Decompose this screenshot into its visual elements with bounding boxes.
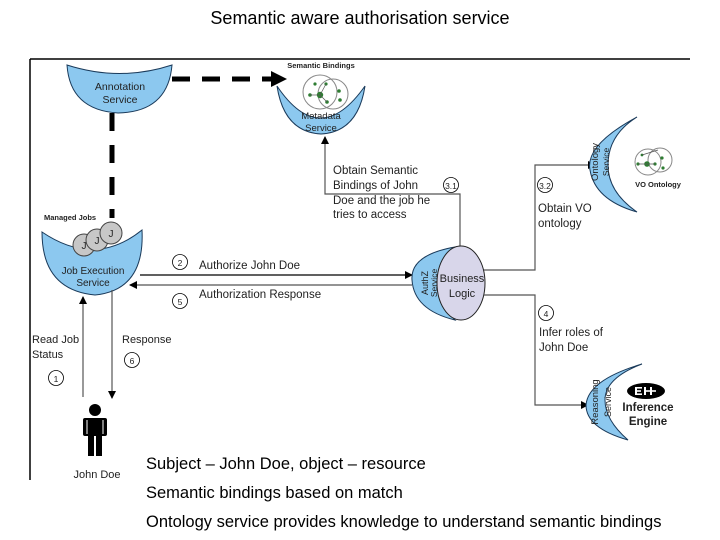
reasoning-service-label-1: Reasoning bbox=[590, 379, 601, 424]
inference-engine-label-2: Engine bbox=[629, 416, 667, 428]
svg-text:3.2: 3.2 bbox=[539, 181, 551, 191]
step-2-badge bbox=[172, 254, 188, 270]
svg-text:6: 6 bbox=[130, 356, 135, 366]
bullet-item: Semantic bindings based on match bbox=[146, 484, 403, 502]
semantic-bindings-graph-icon bbox=[302, 74, 349, 110]
inference-engine-node: Inference Engine bbox=[622, 383, 674, 428]
step-3-1-arrow bbox=[321, 136, 461, 252]
svg-text:3.1: 3.1 bbox=[445, 181, 457, 191]
step-4-label: 4 Infer roles of John Doe bbox=[538, 305, 604, 354]
svg-text:Doe and the job he: Doe and the job he bbox=[333, 195, 430, 207]
annotation-service-label-1: Annotation bbox=[95, 81, 145, 93]
step-1-label: Read Job Status 1 bbox=[32, 334, 79, 386]
metadata-service-label-2: Service bbox=[305, 123, 337, 134]
step-3-2-arrow bbox=[480, 161, 596, 271]
semantic-bindings-caption: Semantic Bindings bbox=[287, 61, 355, 70]
ontology-service-node[interactable]: Ontology Service VO Ontology bbox=[589, 116, 682, 213]
ontology-service-label-1: Ontology bbox=[590, 143, 601, 181]
step-5-label: 5 Authorization Response bbox=[172, 289, 321, 309]
svg-text:Infer roles of: Infer roles of bbox=[539, 327, 604, 339]
svg-text:Response: Response bbox=[122, 334, 172, 346]
metadata-service-node[interactable]: Semantic Bindings Metadata Service bbox=[276, 61, 366, 135]
job-execution-service-label-1: Job Execution bbox=[62, 266, 125, 277]
vo-ontology-caption: VO Ontology bbox=[635, 180, 682, 189]
authz-service-label-2: Service bbox=[429, 269, 439, 298]
step-5-badge bbox=[172, 293, 188, 309]
svg-text:Authorize John Doe: Authorize John Doe bbox=[199, 260, 300, 272]
step-4-badge bbox=[538, 305, 554, 321]
svg-text:Authorization Response: Authorization Response bbox=[199, 289, 321, 301]
reasoning-service-node[interactable]: Reasoning Service bbox=[585, 363, 643, 441]
svg-text:J: J bbox=[82, 241, 87, 252]
svg-text:1: 1 bbox=[54, 374, 59, 384]
ontology-service-label-2: Service bbox=[601, 148, 611, 177]
step-6-label: Response 6 bbox=[122, 334, 172, 368]
business-logic-node[interactable]: Business Logic bbox=[436, 245, 486, 321]
authz-service-label-1: AuthZ bbox=[420, 270, 430, 295]
svg-text:Status: Status bbox=[32, 349, 64, 361]
managed-jobs-icon: J J J bbox=[72, 221, 123, 257]
svg-text:Obtain VO: Obtain VO bbox=[538, 203, 592, 215]
annotation-service-label-2: Service bbox=[102, 94, 137, 106]
svg-text:Read Job: Read Job bbox=[32, 334, 79, 346]
vo-ontology-graph-icon bbox=[634, 147, 673, 176]
step-2-label: 2 Authorize John Doe bbox=[172, 254, 300, 272]
svg-text:2: 2 bbox=[178, 258, 183, 268]
bullet-item: Subject – John Doe, object – resource bbox=[146, 455, 426, 473]
person-icon bbox=[83, 404, 107, 456]
job-execution-service-label-2: Service bbox=[76, 278, 110, 289]
job-execution-service-node[interactable]: Managed Jobs J J J Job Execution Service bbox=[41, 213, 143, 296]
svg-text:tries to access: tries to access bbox=[333, 209, 407, 221]
svg-text:ontology: ontology bbox=[538, 218, 582, 230]
reasoning-service-label-2: Service bbox=[603, 387, 613, 417]
inference-engine-label-1: Inference bbox=[622, 402, 673, 414]
managed-jobs-caption: Managed Jobs bbox=[44, 213, 96, 222]
step-6-badge bbox=[124, 352, 140, 368]
step-3-1-label: Obtain Semantic Bindings of John Doe and… bbox=[333, 165, 459, 221]
bullet-item: Ontology service provides knowledge to u… bbox=[146, 513, 662, 531]
business-logic-label-1: Business bbox=[440, 273, 485, 285]
svg-text:5: 5 bbox=[178, 297, 183, 307]
step-3-2-label: 3.2 Obtain VO ontology bbox=[537, 177, 592, 230]
user-john-doe: John Doe bbox=[73, 404, 121, 481]
svg-text:John Doe: John Doe bbox=[539, 342, 588, 354]
step-1-badge bbox=[48, 370, 64, 386]
step-3-2-badge bbox=[537, 177, 553, 193]
inference-engine-logo-icon bbox=[627, 383, 665, 399]
svg-text:Bindings of John: Bindings of John bbox=[333, 180, 418, 192]
user-name-label: John Doe bbox=[73, 469, 120, 481]
annotation-service-node[interactable]: Annotation Service bbox=[66, 64, 173, 114]
svg-text:J: J bbox=[95, 236, 100, 247]
svg-text:4: 4 bbox=[544, 309, 549, 319]
step-3-1-badge bbox=[443, 177, 459, 193]
metadata-service-label-1: Metadata bbox=[301, 111, 341, 122]
business-logic-label-2: Logic bbox=[449, 288, 476, 300]
step-4-arrow bbox=[484, 294, 589, 409]
slide-title: Semantic aware authorisation service bbox=[210, 8, 510, 28]
svg-text:J: J bbox=[109, 229, 114, 240]
bullet-list: Subject – John Doe, object – resource Se… bbox=[146, 450, 661, 537]
svg-text:Obtain Semantic: Obtain Semantic bbox=[333, 165, 418, 177]
